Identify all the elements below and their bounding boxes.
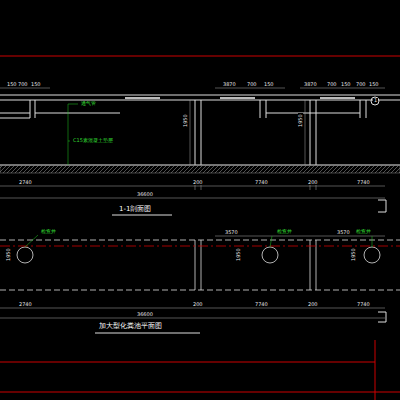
- dimension-text: 150: [30, 82, 42, 87]
- dimension-text: 3870: [222, 82, 237, 87]
- leader-line: [25, 235, 372, 247]
- dimension-text: 700: [326, 82, 338, 87]
- dimension-text: 200: [192, 302, 204, 307]
- dimension-line: [0, 88, 385, 198]
- section-mark: [378, 200, 386, 322]
- dimension-text: 36600: [136, 312, 154, 317]
- dimension-text: 36600: [136, 192, 154, 197]
- annotation-note: C15素混凝土垫层: [72, 138, 114, 143]
- dimension-text: 1950: [183, 113, 188, 128]
- dimension-text: 150: [6, 82, 18, 87]
- dimension-text: 200: [307, 302, 319, 307]
- annotation-note: 通气管: [80, 101, 97, 106]
- annotation-note: 检查井: [276, 229, 293, 234]
- view-title: 加大型化粪池平面图: [98, 323, 163, 330]
- annotation-note: 检查井: [355, 229, 372, 234]
- dimension-text: 150: [340, 82, 352, 87]
- dimension-text: 700: [246, 82, 258, 87]
- dimension-text: 3570: [336, 230, 351, 235]
- leader-line: [68, 104, 78, 165]
- dimension-text: 200: [307, 180, 319, 185]
- section-view: [0, 95, 400, 165]
- dimension-text: 700: [17, 82, 29, 87]
- dimension-text: 2740: [18, 302, 33, 307]
- dimension-text: 7740: [254, 180, 269, 185]
- dimension-text: 1: [373, 98, 378, 103]
- frame-line: [0, 56, 400, 400]
- dimension-text: 1950: [6, 247, 11, 262]
- dimension-text: 1950: [298, 113, 303, 128]
- dimension-text: 2740: [18, 180, 33, 185]
- dimension-text: 7740: [356, 302, 371, 307]
- annotation-note: 检查井: [40, 229, 57, 234]
- dimension-line: [0, 236, 385, 318]
- dimension-text: 7740: [254, 302, 269, 307]
- dimension-text: 3870: [303, 82, 318, 87]
- dimension-text: 700: [355, 82, 367, 87]
- dimension-text: 1950: [351, 247, 356, 262]
- dimension-text: 150: [368, 82, 380, 87]
- dimension-text: 200: [192, 180, 204, 185]
- manhole-cover: [125, 97, 355, 99]
- view-title: 1-1剖面图: [118, 206, 152, 213]
- dimension-text: 150: [263, 82, 275, 87]
- dimension-text: 3570: [224, 230, 239, 235]
- dimension-text: 1950: [236, 247, 241, 262]
- plan-view: [0, 240, 400, 290]
- dimension-text: 7740: [356, 180, 371, 185]
